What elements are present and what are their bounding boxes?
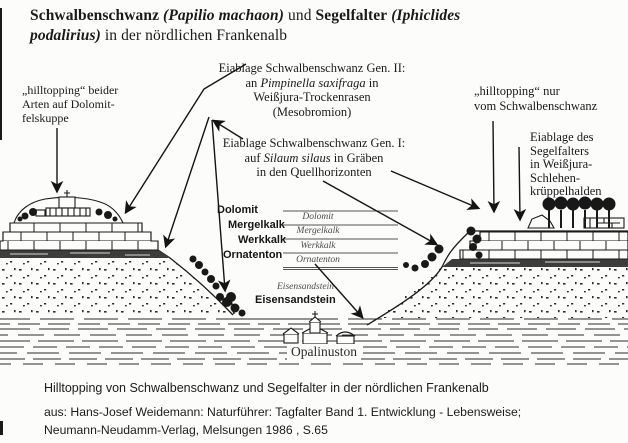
house-icon [282, 327, 300, 344]
annotation-mergelkalk: Mergelkalk [228, 219, 285, 231]
label-hilltopping-both: „hilltopping“ beider Arten auf Dolomit- … [22, 83, 119, 125]
tree-icon [542, 196, 616, 228]
printed-eisensandstein: Eisensandstein [277, 282, 334, 292]
pointer-arrows [50, 63, 527, 319]
label-eiablage-gen1: Eiablage Schwalbenschwanz Gen. I: auf Si… [200, 136, 428, 180]
gen2-line2: an Pimpinella saxifraga in [245, 75, 379, 90]
label-eiablage-gen2: Eiablage Schwalbenschwanz Gen. II: an Pi… [182, 61, 442, 119]
title-latin-2b: podalirius) [30, 26, 105, 44]
arrow-icon [211, 119, 231, 293]
arrow-icon [163, 116, 210, 249]
gen1-line1: Eiablage Schwalbenschwanz Gen. I: [222, 136, 406, 150]
barn-icon [335, 331, 356, 345]
arrow-icon [487, 120, 501, 214]
annotation-ornatenton: Ornatenton [223, 249, 283, 261]
printed-opalinuston: Opalinuston [287, 344, 361, 360]
gen2-line1: Eiablage Schwalbenschwanz Gen. II: [218, 61, 406, 75]
tree-icon [17, 208, 118, 222]
gen2-line4: (Mesobromion) [272, 104, 352, 119]
printed-mergelkalk: Mergelkalk [296, 226, 340, 236]
printed-dolomit: Dolomit [302, 212, 334, 222]
title-latin-2a: (Iphiclides [387, 7, 461, 24]
bush-icon [403, 226, 483, 272]
gen2-line3: Weißjura-Trockenrasen [253, 90, 371, 104]
figure-caption: Hilltopping von Schwalbenschwanz und Seg… [44, 381, 489, 395]
title-latin-1: (Papilio machaon) [159, 7, 288, 24]
title-connector: und [288, 7, 316, 24]
arrow-icon [211, 119, 244, 140]
gen1-line2: auf Silaum silaus in Gräben [244, 150, 384, 165]
arrow-icon [314, 263, 364, 319]
annotation-werkkalk: Werkkalk [238, 234, 287, 246]
title-species-2: Segelfalter [315, 7, 388, 24]
village-icon [282, 311, 356, 345]
legend-column [283, 210, 398, 270]
annotation-dolomit: Dolomit [217, 204, 258, 216]
arrow-icon [322, 180, 439, 246]
printed-ornatenton: Ornatenton [296, 255, 340, 265]
title-species-1: Schwalbenschwanz [30, 7, 160, 24]
right-hill [366, 196, 628, 326]
annotation-eisensandstein: Eisensandstein [255, 294, 336, 306]
village-church-icon [301, 311, 329, 345]
left-hill [0, 190, 246, 317]
gen1-line3: in den Quellhorizonten [256, 165, 372, 179]
printed-werkkalk: Werkkalk [300, 240, 336, 251]
arrow-icon [390, 170, 481, 210]
label-eiablage-segelfalter: Eiablage des Segelfalters in Weißjura- S… [530, 130, 602, 199]
figure-title: Schwalbenschwanz (Papilio machaon) und S… [30, 6, 586, 46]
bush-icon [189, 255, 220, 290]
arrow-icon [513, 146, 527, 222]
arrow-icon [124, 63, 247, 215]
scan-border [0, 8, 3, 435]
label-hilltopping-schwalbenschwanz: „hilltopping“ nur vom Schwalbenschwanz [474, 84, 598, 113]
source-citation: aus: Hans-Josef Weidemann: Naturführer: … [44, 405, 522, 437]
title-region: in der nördlichen Frankenalb [104, 26, 288, 44]
bush-icon [216, 292, 246, 317]
castle-ruin-icon [35, 190, 91, 217]
